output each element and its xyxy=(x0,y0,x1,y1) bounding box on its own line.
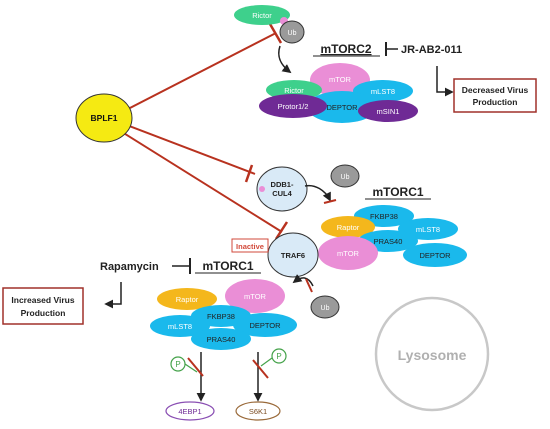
rictor-free xyxy=(234,5,290,25)
mtorc1a-deptor xyxy=(403,243,467,267)
mtorc2-msin1-label: mSIN1 xyxy=(377,107,400,116)
mtorc2-title: mTORC2 xyxy=(320,42,371,56)
mtorc1a-mtor xyxy=(318,236,378,270)
inactive-box xyxy=(231,238,269,253)
mtorc1a-mlst8-label: mLST8 xyxy=(416,225,440,234)
lysosome: Lysosome xyxy=(374,296,490,412)
traf6-red-bar xyxy=(305,278,313,293)
mtorc1-inactive-title: mTORC1 xyxy=(202,259,253,273)
mtorc1a-raptor-label: Raptor xyxy=(337,223,360,232)
decreased-virus-line2: Production xyxy=(473,97,518,107)
phospho-s6k1 xyxy=(271,348,287,364)
rapamycin-outcome-arrow xyxy=(104,282,122,309)
traf6-inhibit-bar xyxy=(274,221,289,240)
mtorc1i-fkbp38-label: FKBP38 xyxy=(207,312,235,321)
4ebp1-node xyxy=(165,401,215,421)
mtorc2-protor-label: Protor1/2 xyxy=(278,102,309,111)
ddb1-pink-dot xyxy=(259,186,265,192)
phospho-4ebp1-red-bar xyxy=(187,357,204,377)
mtorc1-active-title: mTORC1 xyxy=(372,185,423,199)
increased-virus-box xyxy=(2,287,84,325)
s6k1-node xyxy=(235,401,281,421)
downstream-area: P P 4EBP1 S6K1 xyxy=(165,348,287,421)
mtorc1a-deptor-label: DEPTOR xyxy=(419,251,451,260)
decreased-virus-box xyxy=(453,78,537,113)
mtorc1a-mtor-label: mTOR xyxy=(337,249,360,258)
bplf1-label: BPLF1 xyxy=(91,113,118,123)
rapamycin-label: Rapamycin xyxy=(100,261,159,273)
ub-ddb1-label: Ub xyxy=(341,174,350,181)
mtorc1i-mtor-label: mTOR xyxy=(244,292,267,301)
ub-traf6-label: Ub xyxy=(321,305,330,312)
bplf1-to-rictor-line xyxy=(123,32,277,112)
mtorc2-deptor xyxy=(307,91,377,123)
bplf1-to-ddb1-line xyxy=(123,123,256,175)
ub-traf6 xyxy=(310,295,340,319)
mtorc2-mlst8-label: mLST8 xyxy=(371,87,395,96)
increased-virus-line2: Production xyxy=(21,308,66,318)
ddb1-area: Ub DDB1- CUL4 mTORC1 FKBP38 Raptor mLST8… xyxy=(256,164,467,270)
mtorc1a-fkbp38-label: FKBP38 xyxy=(370,212,398,221)
mtorc1i-raptor xyxy=(157,288,217,310)
ub-mtorc2 xyxy=(279,20,305,44)
decreased-virus-line1: Decreased Virus xyxy=(462,85,529,95)
bplf1-inhibition-lines xyxy=(121,32,283,233)
phospho-s6k1-link xyxy=(260,357,273,367)
mtorc1i-mlst8-label: mLST8 xyxy=(168,322,192,331)
inactive-label: Inactive xyxy=(236,242,264,251)
traf6-ub-arrow xyxy=(292,274,314,287)
mtorc1a-pras40-label: PRAS40 xyxy=(374,237,403,246)
mtorc1i-mlst8 xyxy=(150,315,210,337)
mtorc1a-mlst8 xyxy=(398,218,458,240)
ub-ddb1 xyxy=(330,164,360,188)
ddb1-ub-arrow xyxy=(304,184,331,202)
mtorc2-protor xyxy=(259,94,327,118)
ddb1-cul4-node xyxy=(256,166,308,212)
s6k1-label: S6K1 xyxy=(249,407,267,416)
mtorc2-rictor-label: Rictor xyxy=(284,86,304,95)
mtorc1i-deptor-label: DEPTOR xyxy=(249,321,281,330)
bplf1-to-traf6-line xyxy=(121,131,283,233)
mtorc1i-pras40 xyxy=(191,328,251,350)
mtorc2-msin1 xyxy=(358,100,418,122)
rictor-inhibit-bar xyxy=(268,23,283,44)
traf6-area: TRAF6 Ub xyxy=(267,232,340,319)
traf6-label: TRAF6 xyxy=(281,251,305,260)
ddb1-label-2: CUL4 xyxy=(272,189,292,198)
inhibition-bars xyxy=(244,23,289,240)
ddb1-inhibit-bar xyxy=(244,164,254,183)
jr-ab2-011-label: JR-AB2-011 xyxy=(401,44,462,56)
lysosome-label: Lysosome xyxy=(398,347,467,363)
rictor-to-complex-arrow xyxy=(278,45,292,74)
mtorc1i-pras40-label: PRAS40 xyxy=(207,335,236,344)
ddb1-ub-red-bar xyxy=(323,199,337,204)
bplf1-node: BPLF1 xyxy=(75,93,133,143)
mtorc2-area: Rictor Ub mTORC2 JR-AB2-011 Decreased Vi… xyxy=(234,5,537,123)
mtorc2-mtor-label: mTOR xyxy=(329,75,352,84)
phospho-s6k1-label: P xyxy=(276,352,281,361)
ub-mtorc2-label: Ub xyxy=(288,30,297,37)
mtorc1i-deptor xyxy=(233,313,297,337)
4ebp1-label: 4EBP1 xyxy=(178,407,201,416)
rapamycin-area: Inactive Rapamycin mTORC1 Increased Viru… xyxy=(2,238,297,350)
ddb1-label-1: DDB1- xyxy=(271,180,294,189)
mtorc1i-raptor-label: Raptor xyxy=(176,295,199,304)
phospho-s6k1-red-bar xyxy=(252,359,269,379)
phospho-4ebp1-link xyxy=(184,363,198,373)
phospho-4ebp1-label: P xyxy=(175,360,180,369)
increased-virus-line1: Increased Virus xyxy=(11,295,74,305)
jr-to-outcome-arrow xyxy=(436,66,454,97)
mtorc1i-mtor xyxy=(225,279,285,313)
mtorc1a-raptor xyxy=(321,216,375,238)
rictor-free-label: Rictor xyxy=(252,11,272,20)
mtorc2-deptor-label: DEPTOR xyxy=(326,103,358,112)
